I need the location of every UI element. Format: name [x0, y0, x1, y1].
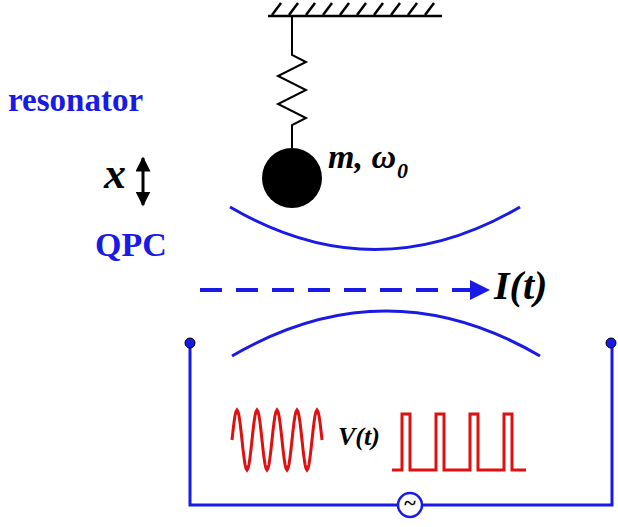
current-arrow [200, 288, 488, 292]
hatch-stroke [306, 3, 315, 15]
qpc-lower-gate [232, 311, 540, 356]
spring [278, 16, 306, 150]
part-label: resonator [8, 84, 143, 117]
part-label: QPC [95, 228, 167, 262]
mass-frequency-label: m, ω [328, 140, 396, 174]
hatch-stroke [374, 3, 383, 15]
circuit-wire [190, 346, 612, 505]
signal-label: I(t) [494, 266, 547, 306]
terminal-dot [185, 338, 195, 348]
hatch-stroke [357, 3, 366, 15]
ceiling-support [268, 3, 442, 16]
hatch-stroke [289, 3, 298, 15]
mass-ball [262, 148, 322, 208]
pulse-waveform [392, 414, 526, 470]
qpc-upper-gate [230, 207, 520, 250]
subscript: 0 [397, 160, 408, 182]
hatch-stroke [323, 3, 332, 15]
displacement-arrow [142, 158, 145, 205]
sine-waveform [232, 410, 322, 470]
hatch-stroke [340, 3, 349, 15]
hatch-stroke [272, 3, 281, 15]
hatch-stroke [408, 3, 417, 15]
voltage-source [398, 493, 422, 517]
source-symbol: ~ [404, 492, 415, 514]
hatch-stroke [425, 3, 434, 15]
terminal-dot [606, 338, 616, 348]
coordinate-label: x [104, 152, 126, 196]
signal-label: V(t) [338, 424, 380, 450]
hatch-stroke [391, 3, 400, 15]
